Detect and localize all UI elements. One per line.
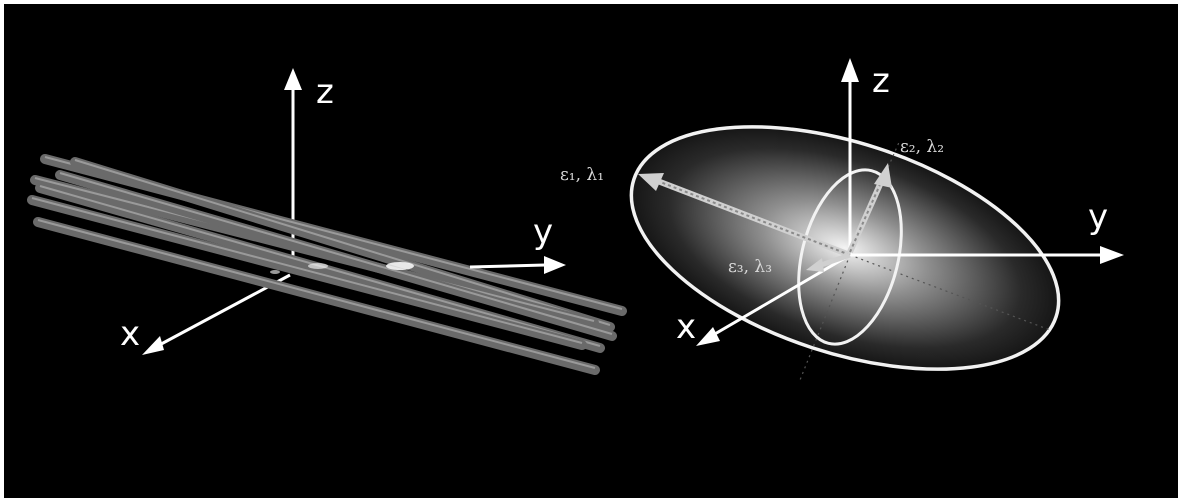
left-y-arrowhead (544, 256, 566, 274)
right-z-arrowhead (841, 58, 859, 82)
eigenvector-3-arrowhead (806, 258, 824, 272)
right-x-axis (696, 253, 851, 346)
left-z-label: z (316, 72, 334, 112)
minor-axis-dashed (799, 254, 851, 381)
right-y-arrowhead (1100, 246, 1124, 264)
left-z-arrowhead (284, 68, 302, 90)
right-y-axis (850, 246, 1124, 264)
eigen-label-3: ε₃, λ₃ (728, 257, 772, 277)
tensor-ellipsoid (629, 125, 1061, 371)
right-y-label: y (1088, 197, 1108, 237)
left-x-arrowhead (142, 336, 164, 355)
left-y-label: y (533, 212, 553, 252)
left-y-axis (270, 256, 566, 274)
fiber (33, 217, 600, 375)
eigen-label-2: ε₂, λ₂ (900, 137, 944, 157)
right-x-label: x (676, 307, 696, 347)
fiber (55, 170, 617, 341)
eigen-label-1: ε₁, λ₁ (560, 165, 604, 185)
right-panel: z y x ε₁, λ₁ ε₂, λ₂ ε₃, λ₃ (560, 58, 1124, 381)
left-panel: z y x (27, 68, 627, 375)
eigenvector-1-arrowhead (638, 173, 664, 191)
eigenvector-3 (806, 252, 851, 272)
right-z-axis (841, 58, 859, 255)
eigenvector-2-arrowhead (874, 163, 892, 188)
cross-section-ellipse (797, 168, 903, 346)
fiber (27, 195, 587, 350)
eigenvector-1 (638, 173, 852, 258)
left-x-label: x (120, 314, 140, 354)
right-z-label: z (872, 61, 890, 101)
right-x-arrowhead (696, 327, 720, 346)
eigenvector-2 (847, 163, 892, 254)
